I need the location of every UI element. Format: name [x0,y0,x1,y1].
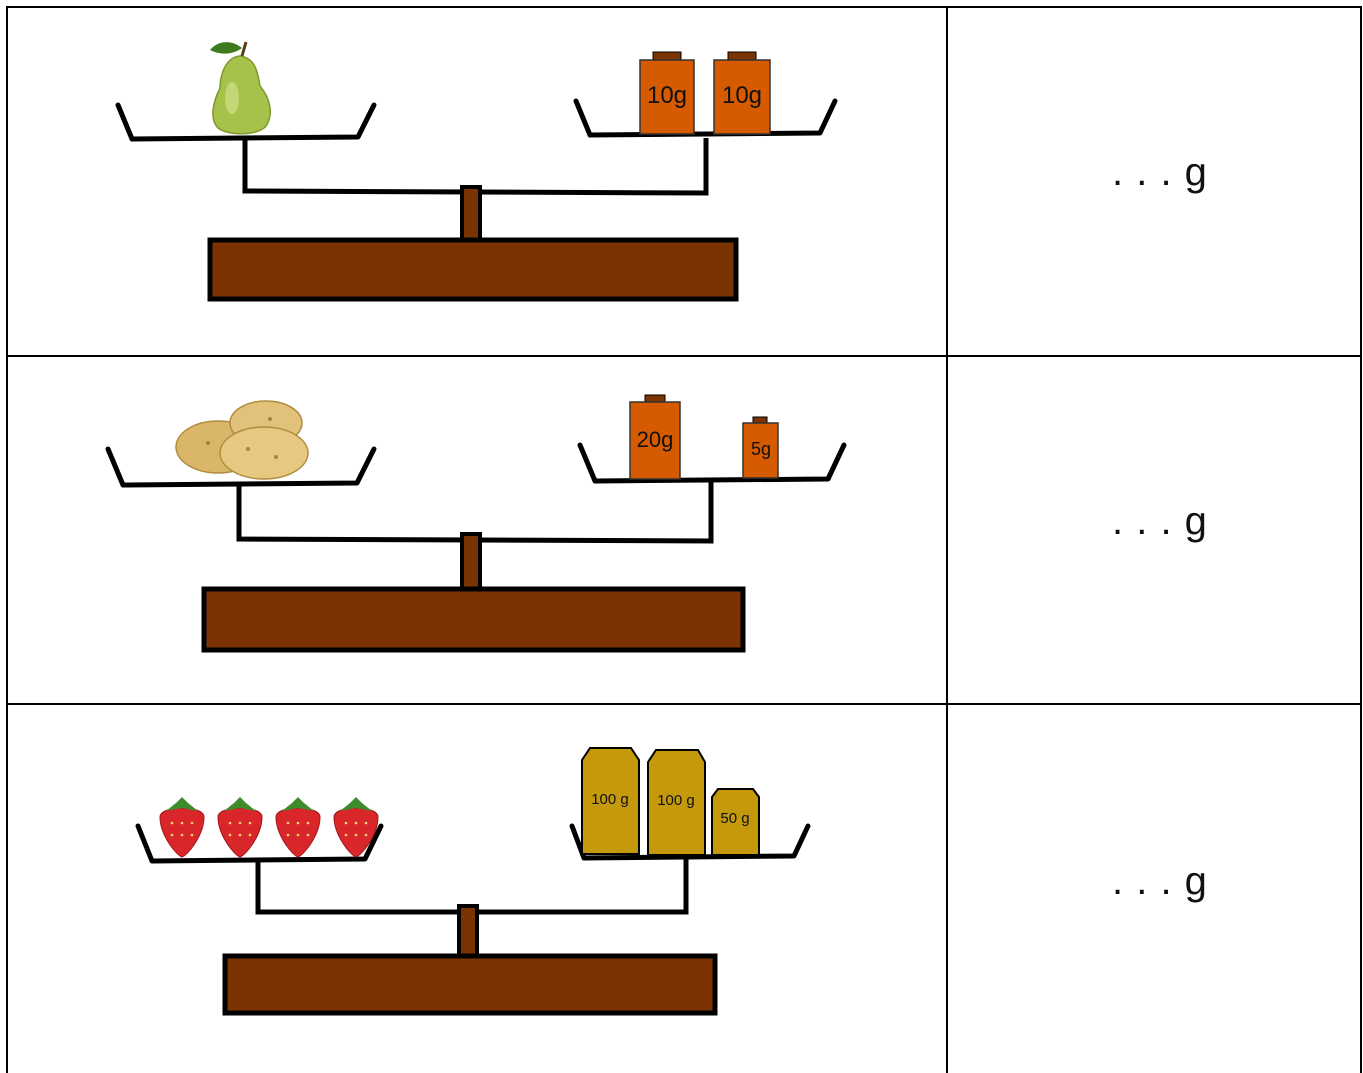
strawberry-icon [333,797,379,858]
table-border-left [6,6,8,1073]
weight-20g: 20g [629,394,681,480]
weight-10g-b: 10g [713,51,771,135]
pear-icon [210,41,272,135]
answer-blank-row-1: . . . g [1112,150,1208,194]
answer-blank-row-2: . . . g [1112,499,1208,543]
weight-label: 20g [637,427,674,452]
weight-100g-b: 100 g [647,749,706,856]
weight-label: 10g [647,82,687,109]
weight-label: 10g [722,82,762,109]
table-border-right [1360,6,1362,1073]
row-divider-2 [6,703,1362,705]
scale-row-3: 100 g 100 g 50 g [135,747,811,1016]
weight-5g: 5g [742,416,779,479]
weight-label: 50 g [720,810,749,827]
weight-label: 100 g [591,791,629,808]
answer-blank-row-3: . . . g [1112,859,1208,903]
strawberry-icon [275,797,321,858]
weight-50g: 50 g [711,788,760,856]
weight-label: 100 g [657,792,695,809]
weight-100g-a: 100 g [581,747,640,855]
strawberry-icon [217,797,263,858]
weight-label: 5g [751,439,771,459]
potatoes-icon [175,400,309,480]
table-border-top [6,6,1362,8]
strawberries-icon [159,797,379,858]
strawberry-icon [159,797,205,858]
weight-10g-a: 10g [639,51,695,135]
column-divider [946,6,948,1073]
scale-row-2: 20g 5g [105,394,847,653]
row-divider-1 [6,355,1362,357]
scale-row-1: 10g 10g [115,41,838,302]
